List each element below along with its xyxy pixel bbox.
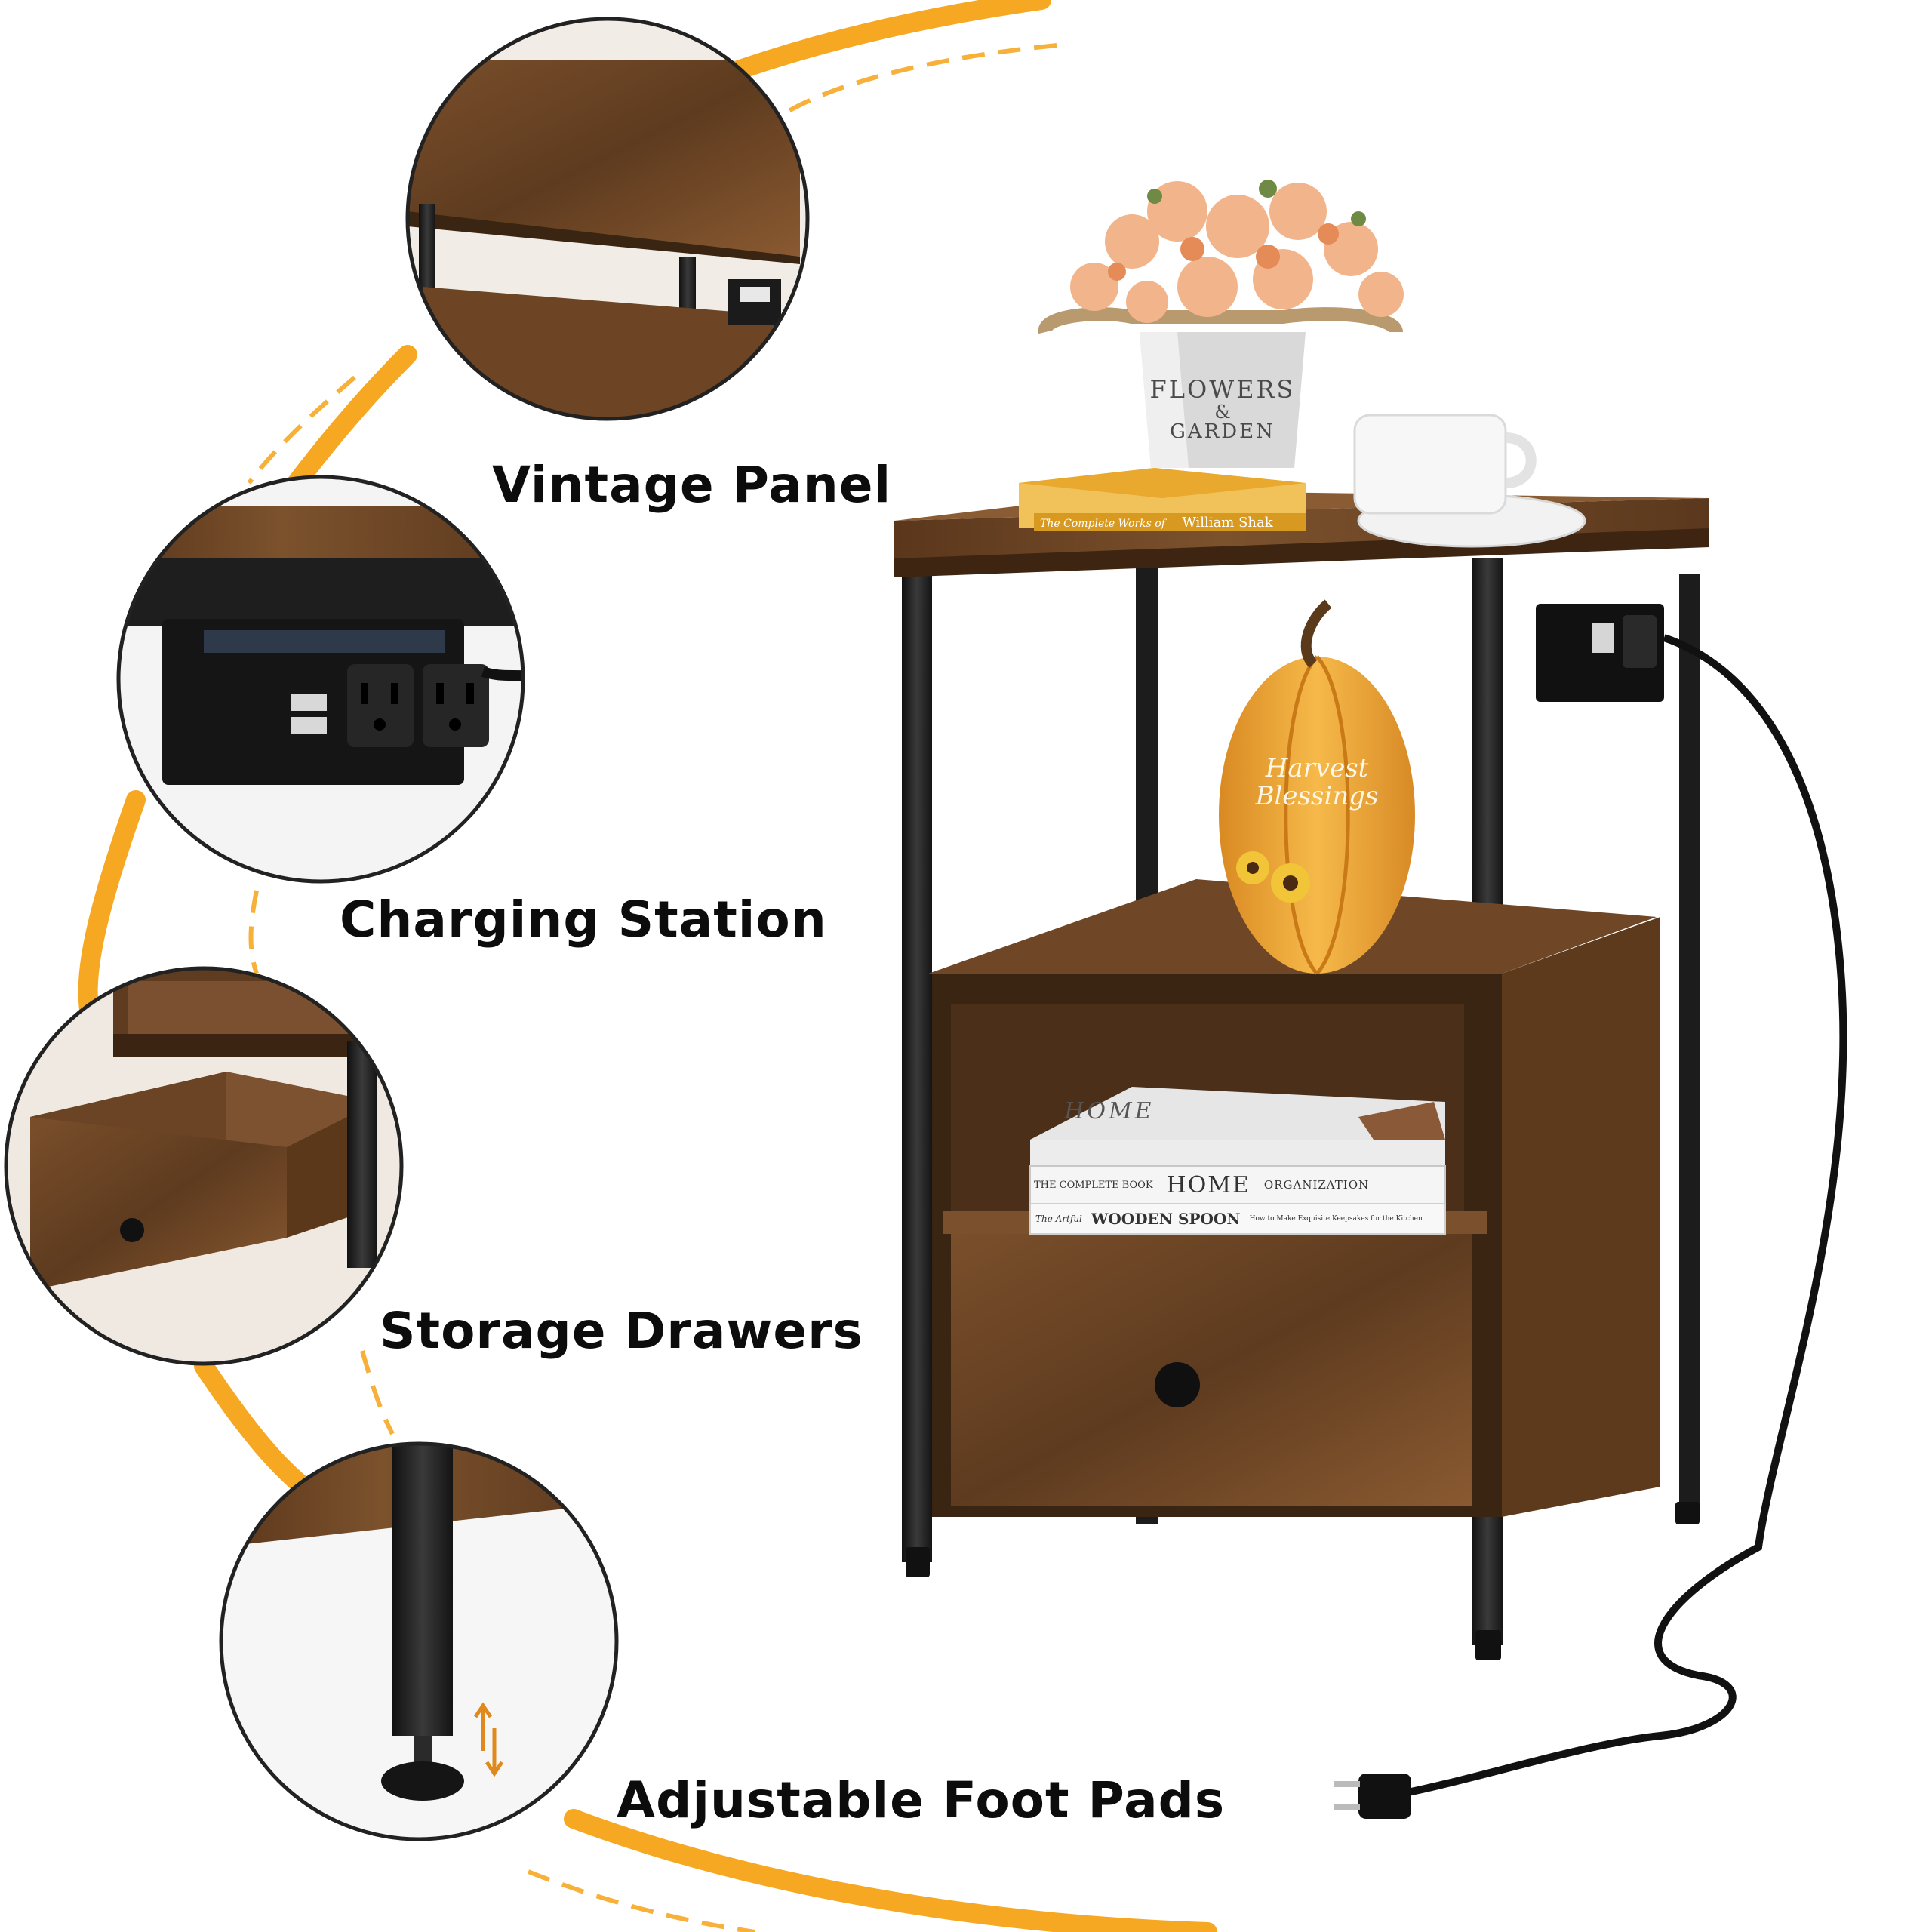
home-book-suffix: ORGANIZATION [1263, 1178, 1370, 1192]
bucket-text: FLOWERS & GARDEN [1140, 377, 1306, 442]
wooden-spoon-book-subtitle: How to Make Exquisite Keepsakes for the … [1249, 1215, 1423, 1223]
wooden-spoon-book-title: WOODEN SPOON [1091, 1210, 1241, 1228]
pumpkin-text-line1: Harvest [1265, 753, 1369, 783]
top-book-author: William Shak [1182, 515, 1273, 531]
orange-arc-decoration [78, 0, 1217, 1932]
home-book-title: HOME [1166, 1171, 1251, 1198]
drawer-knob-icon [120, 1218, 144, 1242]
top-book-text: The Complete Works of William Shak [1040, 515, 1312, 531]
power-plug-icon [1334, 1774, 1411, 1819]
adjust-arrows-icon [473, 1702, 504, 1777]
storage-drawers-detail-circle [4, 966, 404, 1366]
feature-label-adjustable-foot-pads: Adjustable Foot Pads [617, 1771, 1226, 1829]
pumpkin-text: Harvest Blessings [1241, 753, 1392, 812]
nightstand-product [894, 180, 1847, 1819]
shelf-books-decor [1029, 1087, 1446, 1235]
top-book-series: The Complete Works of [1040, 518, 1165, 530]
pumpkin-decor [1219, 599, 1415, 975]
charging-station-unit [1334, 604, 1847, 1819]
vintage-panel-detail-circle [405, 17, 810, 421]
power-outlet-icon [347, 664, 489, 747]
bucket-text-line2: & [1214, 401, 1231, 423]
charging-station-detail-circle [116, 475, 525, 884]
coffee-cup-decor [1353, 414, 1586, 548]
feature-label-vintage-panel: Vintage Panel [492, 456, 892, 514]
flower-bucket-decor [1038, 180, 1404, 468]
home-book-prefix: THE COMPLETE BOOK [1034, 1179, 1153, 1191]
feature-label-charging-station: Charging Station [340, 891, 827, 949]
bucket-text-line3: GARDEN [1170, 420, 1275, 443]
storage-drawer-front [951, 1234, 1472, 1506]
drawer-knob-icon [1155, 1362, 1200, 1407]
wooden-spoon-book-prefix: The Artful [1035, 1214, 1082, 1224]
home-book-spine: THE COMPLETE BOOK HOME ORGANIZATION [1034, 1168, 1441, 1201]
feature-label-storage-drawers: Storage Drawers [380, 1302, 863, 1360]
wooden-spoon-book-spine: The Artful WOODEN SPOON How to Make Exqu… [1035, 1205, 1443, 1232]
usb-ports-icon [291, 694, 327, 734]
power-cord [1388, 634, 1847, 1800]
home-book-cover-title: HOME [1061, 1098, 1157, 1124]
home-book-cover-text: HOME [1062, 1098, 1157, 1124]
pumpkin-text-line2: Blessings [1255, 781, 1379, 812]
top-book-decor [1019, 468, 1306, 531]
foot-pads-detail-circle [219, 1441, 619, 1841]
bucket-text-line1: FLOWERS [1149, 375, 1296, 404]
